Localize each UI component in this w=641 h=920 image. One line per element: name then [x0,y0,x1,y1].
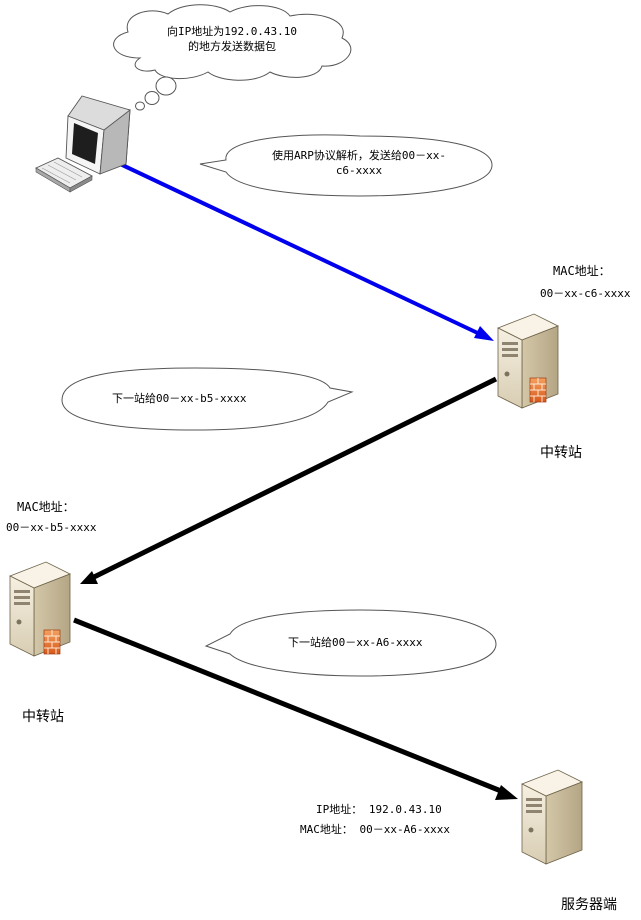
destination-server-icon [521,769,583,865]
callout-next-b5-text: 下一站给00－xx-b5-xxxx [112,392,247,405]
callout-arp-shape [199,134,493,197]
relay1-mac-value: 00－xx-c6-xxxx [540,287,631,300]
callout-next-a6-text: 下一站给00－xx-A6-xxxx [288,636,423,649]
thought-bubble-line1: 向IP地址为192.0.43.10 [166,25,298,38]
server-name: 服务器端 [561,897,617,913]
callout-arp-line2: c6-xxxx [335,164,383,177]
client-computer-icon [35,95,131,193]
arrow-client-to-relay1-head [474,326,494,341]
relay2-mac-value: 00－xx-b5-xxxx [6,521,97,534]
callout-arp-text: 使用ARP协议解析，发送给00－xx- c6-xxxx [252,148,466,178]
relay2-mac-label: MAC地址： [17,500,75,514]
arrow-relay2-to-server-head [495,785,518,800]
callout-next-a6-shape [204,609,497,677]
arrow-relay1-to-relay2-head [80,571,98,584]
relay1-name: 中转站 [540,445,582,461]
thought-bubble-text: 向IP地址为192.0.43.10 的地方发送数据包 [152,24,312,54]
thought-bubble-line2: 的地方发送数据包 [188,40,276,53]
server-ip-line: IP地址： 192.0.43.10 [316,803,442,816]
arrow-client-to-relay1 [117,161,485,338]
server-mac-line: MAC地址： 00－xx-A6-xxxx [300,823,450,836]
callout-next-b5-shape [61,367,354,431]
arrow-relay1-to-relay2 [90,376,498,581]
callout-arp-line1: 使用ARP协议解析，发送给00－xx- [272,149,446,162]
relay1-mac-label: MAC地址： [553,264,611,278]
relay2-server-icon [9,561,71,657]
relay1-server-icon [497,313,559,409]
relay2-name: 中转站 [22,709,64,725]
arrow-relay2-to-server [73,617,507,796]
thought-bubble [113,4,352,111]
